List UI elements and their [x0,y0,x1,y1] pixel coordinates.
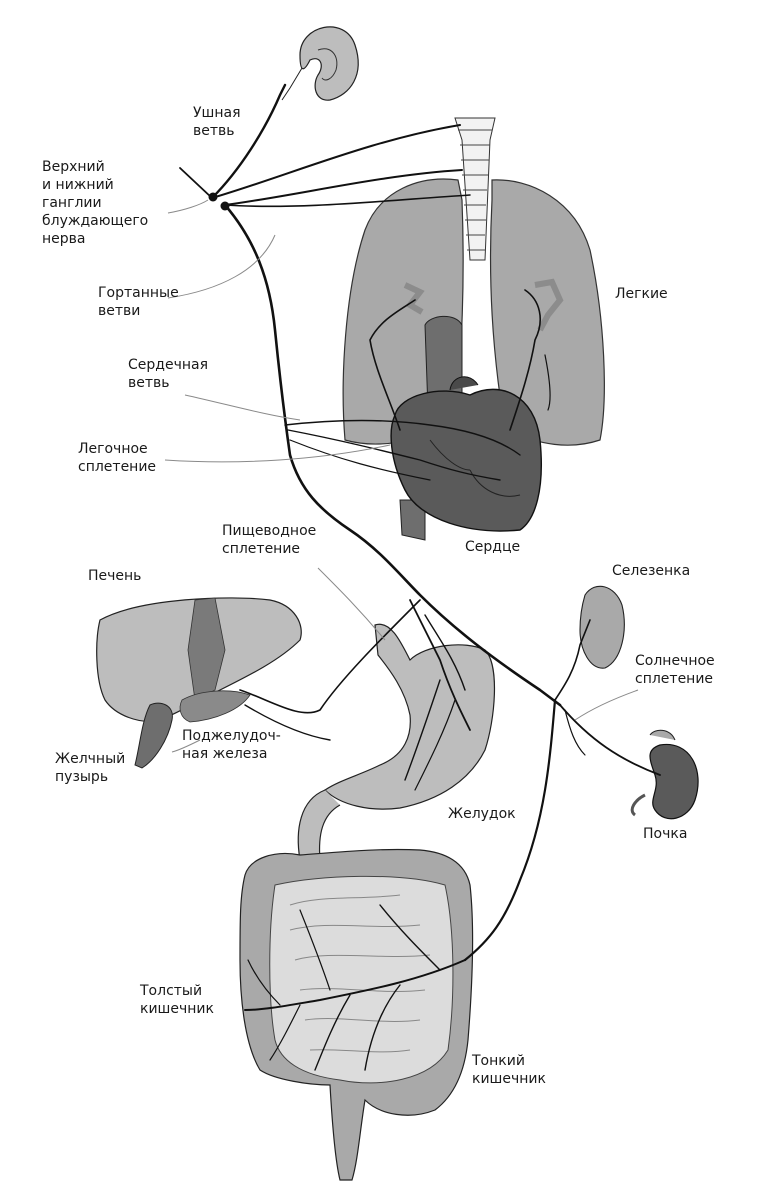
label-small-intestine: Тонкий кишечник [472,1053,546,1087]
label-kidney: Почка [643,826,688,842]
label-pancreas: Поджелудоч- ная железа [182,728,281,762]
label-pulmonary-plexus: Легочное сплетение [78,441,157,475]
inferior-ganglion [220,201,230,211]
label-liver: Печень [88,568,142,584]
label-auricular-branch: Ушная ветвь [193,105,241,139]
pancreas [179,690,251,723]
small-intestine [269,875,454,1084]
label-laryngeal-branches: Гортанные ветви [98,285,179,319]
kidney [630,729,699,820]
gallbladder [134,702,173,769]
stomach [297,623,496,861]
liver [96,597,302,722]
label-large-intestine: Толстый кишечник [140,983,214,1017]
label-ganglia: Верхний и нижний ганглии блуждающего нер… [42,159,149,247]
label-esophageal-plexus: Пищеводное сплетение [222,523,317,557]
ear [281,26,359,101]
label-cardiac-branch: Сердечная ветвь [128,357,208,391]
label-heart: Сердце [465,539,521,555]
spleen [579,585,625,669]
label-lungs: Легкие [615,286,668,302]
vagus-nerve [179,83,661,1071]
label-stomach: Желудок [448,806,516,822]
label-gallbladder: Желчный пузырь [55,751,126,785]
superior-ganglion [208,192,218,202]
trachea [454,117,496,261]
label-celiac-plexus: Солнечное сплетение [635,653,715,687]
label-spleen: Селезенка [612,563,691,579]
leader-lines [164,199,639,753]
